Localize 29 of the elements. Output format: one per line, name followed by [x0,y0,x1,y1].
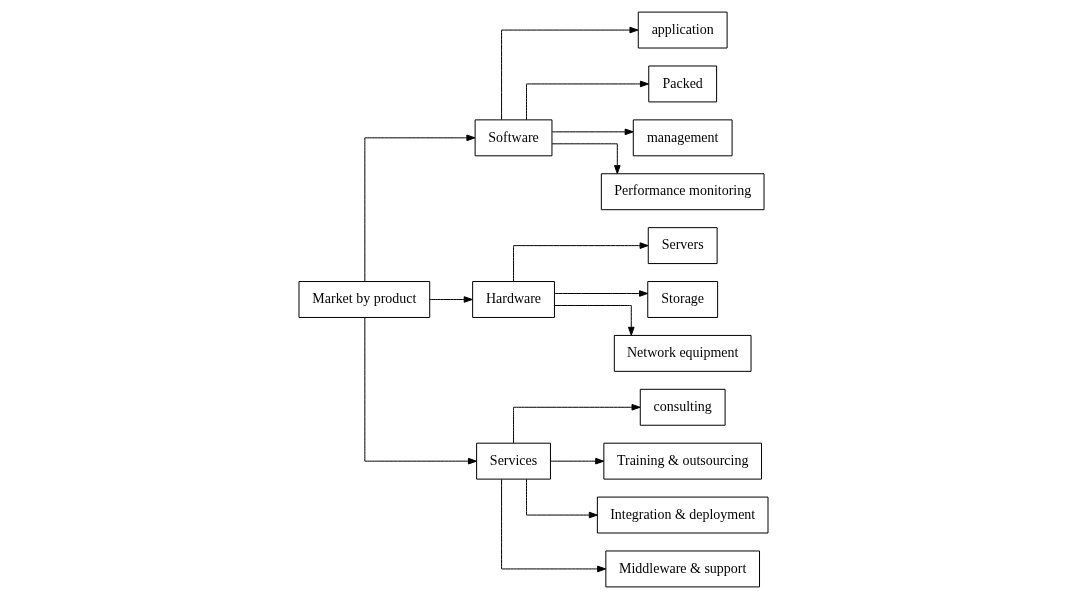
arrow [501,26,639,121]
arrow [554,290,649,297]
node-box: Storage [647,281,719,318]
arrow [526,478,598,519]
node-box: consulting [639,388,726,426]
arrow [550,457,605,465]
node-box: Performance monitoring [600,173,765,211]
node-box: Network equipment [613,334,752,372]
arrow [526,80,649,121]
arrow [551,128,634,136]
node-box: Services [476,442,551,480]
node-box: Market by product [298,281,431,318]
node-box: Middleware & support [605,550,761,588]
arrow [501,478,607,573]
node-box: Packed [648,65,718,103]
arrow [554,305,635,336]
node-box: application [637,11,728,49]
arrow [513,404,641,444]
arrow [429,296,473,303]
node-box: Hardware [472,281,555,318]
node-box: management [632,119,733,157]
arrow [551,143,621,175]
node-box: Software [474,119,553,157]
node-box: Integration & deployment [596,496,769,534]
arrow [364,317,477,465]
arrow [364,134,476,282]
node-box: Training & outsourcing [603,442,762,480]
node-box: Servers [647,227,718,265]
arrow [513,242,649,282]
